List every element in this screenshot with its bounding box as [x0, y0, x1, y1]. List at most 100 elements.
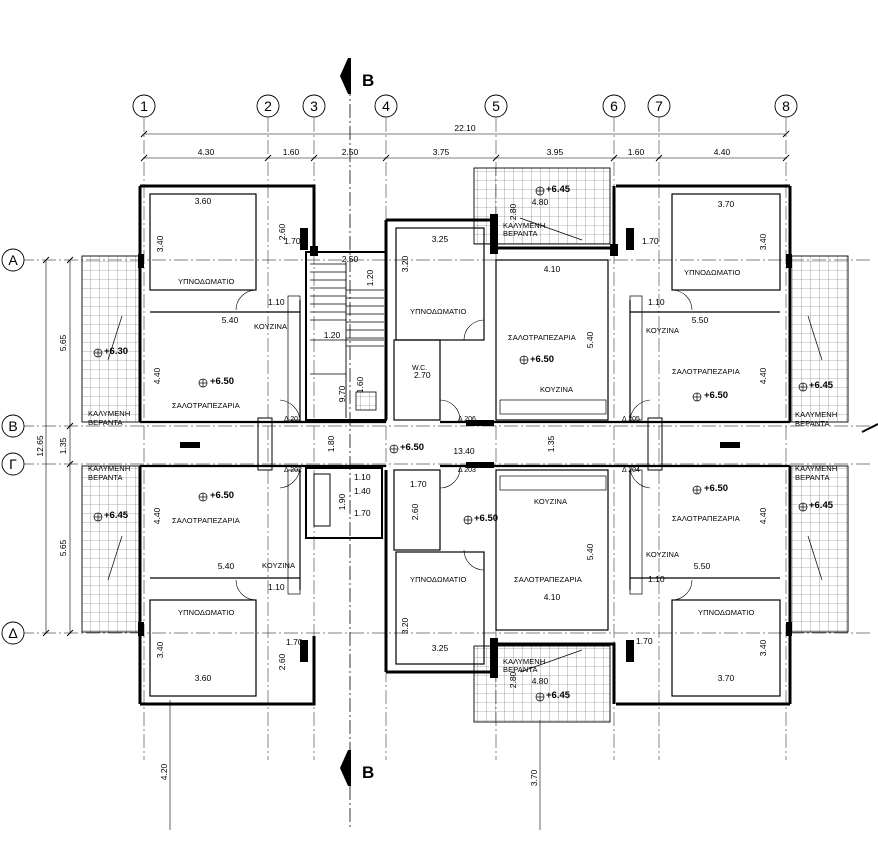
level-lr-tr: +6.50: [704, 390, 728, 401]
dim-total-width: 22.10: [454, 123, 476, 133]
level-ver-tr: +6.45: [809, 380, 834, 391]
grid-row-b: Β: [8, 418, 17, 434]
rd-lr-br-w: 5.50: [694, 561, 711, 571]
rd-br-cs-h: 3.20: [400, 617, 410, 634]
grid-row-g: Γ: [9, 456, 17, 472]
grid-row-bubbles: Α Β Γ Δ: [1, 248, 25, 645]
rd-corr-len: 13.40: [453, 446, 475, 456]
label-wc: W.C.: [412, 365, 427, 372]
label-veranda-bl-2: ΒΕΡΑΝΤΑ: [88, 473, 123, 482]
rd-corr: 1.80: [326, 435, 336, 452]
rd-lift-d: 1.90: [337, 493, 347, 510]
rd-lr-tr-h: 4.40: [758, 367, 768, 384]
grid-col-8: 8: [782, 98, 790, 114]
rd-bath-cs-w: 1.70: [410, 479, 427, 489]
rd-br-tr-w: 3.70: [718, 199, 735, 209]
rd-ver-s-h: 2.80: [508, 671, 518, 688]
label-veranda-n-2: ΒΕΡΑΝΤΑ: [503, 229, 538, 238]
rd-bath-br-w: 1.70: [636, 636, 653, 646]
dim-span-2: 1.60: [283, 147, 300, 157]
grid-col-7: 7: [655, 98, 663, 114]
apt-202: Δ 202: [284, 467, 302, 474]
label-veranda-br-1: ΚΑΛΥΜΕΝΗ: [795, 464, 837, 473]
dim-bottom-right: 3.70: [529, 769, 539, 786]
label-living-cn: ΣΑΛΟΤΡΑΠΕΖΑΡΙΑ: [508, 333, 576, 342]
rd-stair-e: 1.60: [355, 376, 365, 393]
dim-bottom-left: 4.20: [159, 763, 169, 780]
dim-span-6: 1.60: [628, 147, 645, 157]
apt-205: Δ 205: [622, 416, 640, 423]
rd-br-cs-w: 3.25: [432, 643, 449, 653]
dim-span-5: 3.95: [547, 147, 564, 157]
level-lr-br: +6.50: [704, 483, 728, 494]
apt-201: Δ 201: [284, 416, 302, 423]
dim-depth-2: 1.35: [58, 437, 68, 454]
section-label-top: Β: [362, 71, 374, 90]
level-ver-n: +6.45: [546, 184, 571, 195]
section-marker-top: Β: [340, 58, 374, 94]
level-ver-tl: +6.30: [104, 346, 128, 357]
rd-stair-a: 2.50: [342, 254, 359, 264]
label-bedroom-br: ΥΠΝΟΔΩΜΑΤΙΟ: [698, 608, 754, 617]
rd-lr-cn-h: 5.40: [585, 331, 595, 348]
rd-lift-c: 1.70: [354, 508, 371, 518]
label-veranda-tr-1: ΚΑΛΥΜΕΝΗ: [795, 410, 837, 419]
label-kitchen-tl: ΚΟΥΖΙΝΑ: [254, 322, 287, 331]
rd-lr-tr-w: 5.50: [692, 315, 709, 325]
rd-bath-cn: 2.70: [414, 370, 431, 380]
section-marker-bottom: Β: [340, 750, 374, 786]
label-bedroom-tr: ΥΠΝΟΔΩΜΑΤΙΟ: [684, 268, 740, 277]
rd-k-br: 1.10: [648, 574, 665, 584]
apt-206: Δ 206: [458, 416, 476, 423]
kitchen-counters: [287, 295, 643, 595]
dim-depth-3: 5.65: [58, 539, 68, 556]
door-swings: [235, 289, 693, 601]
label-veranda-tl-1: ΚΑΛΥΜΕΝΗ: [88, 409, 130, 418]
rd-bath-tl-w: 1.70: [284, 236, 301, 246]
label-veranda-n-1: ΚΑΛΥΜΕΝΗ: [503, 221, 545, 230]
label-bedroom-tl: ΥΠΝΟΔΩΜΑΤΙΟ: [178, 277, 234, 286]
rd-lr-bl-h: 4.40: [152, 507, 162, 524]
label-bedroom-cs: ΥΠΝΟΔΩΜΑΤΙΟ: [410, 575, 466, 584]
rd-ver-n-w: 4.80: [532, 197, 549, 207]
level-corridor: +6.50: [400, 442, 424, 453]
rd-lift-b: 1.40: [354, 486, 371, 496]
grid-lines: [20, 60, 870, 830]
bottom-dimensions: [169, 700, 541, 830]
rd-br-br-w: 3.70: [718, 673, 735, 683]
label-living-tr: ΣΑΛΟΤΡΑΠΕΖΑΡΙΑ: [672, 367, 740, 376]
veranda-slope-arrows: [107, 217, 823, 673]
rd-ver-s-w: 4.80: [532, 676, 549, 686]
grid-col-2: 2: [264, 98, 272, 114]
rd-k-tl: 1.10: [268, 297, 285, 307]
level-lr-cn: +6.50: [530, 354, 554, 365]
level-lr-bl: +6.50: [210, 490, 234, 501]
rd-br-br-h: 3.40: [758, 639, 768, 656]
rd-br-bl-w: 3.60: [195, 673, 212, 683]
rd-lift-a: 1.10: [354, 472, 371, 482]
rd-k-tr: 1.10: [648, 297, 665, 307]
rd-br-bl-h: 3.40: [155, 641, 165, 658]
rd-br-tl-h: 3.40: [155, 235, 165, 252]
level-ver-s: +6.45: [546, 690, 571, 701]
level-lr-cs: +6.50: [474, 513, 498, 524]
apt-203: Δ 203: [458, 467, 476, 474]
rd-br-tl-w: 3.60: [195, 196, 212, 206]
section-arrow-right: [861, 423, 878, 433]
rd-bath-tr-w: 1.70: [642, 236, 659, 246]
dim-span-7: 4.40: [714, 147, 731, 157]
grid-col-5: 5: [492, 98, 500, 114]
rd-bath-bl: 2.60: [277, 653, 287, 670]
label-bedroom-cn: ΥΠΝΟΔΩΜΑΤΙΟ: [410, 307, 466, 316]
rd-bath-tl: 2.60: [277, 223, 287, 240]
rd-corr-w: 1.35: [546, 435, 556, 452]
grid-col-1: 1: [140, 98, 148, 114]
rd-stair-d: 9.70: [337, 385, 347, 402]
dim-span-3: 2.50: [342, 147, 359, 157]
walls: [138, 184, 792, 706]
grid-col-6: 6: [610, 98, 618, 114]
grid-column-bubbles: 1 2 3 4 5 6 7 8: [132, 94, 798, 118]
grid-row-d: Δ: [8, 625, 17, 641]
rd-br-cn-h: 3.20: [400, 255, 410, 272]
